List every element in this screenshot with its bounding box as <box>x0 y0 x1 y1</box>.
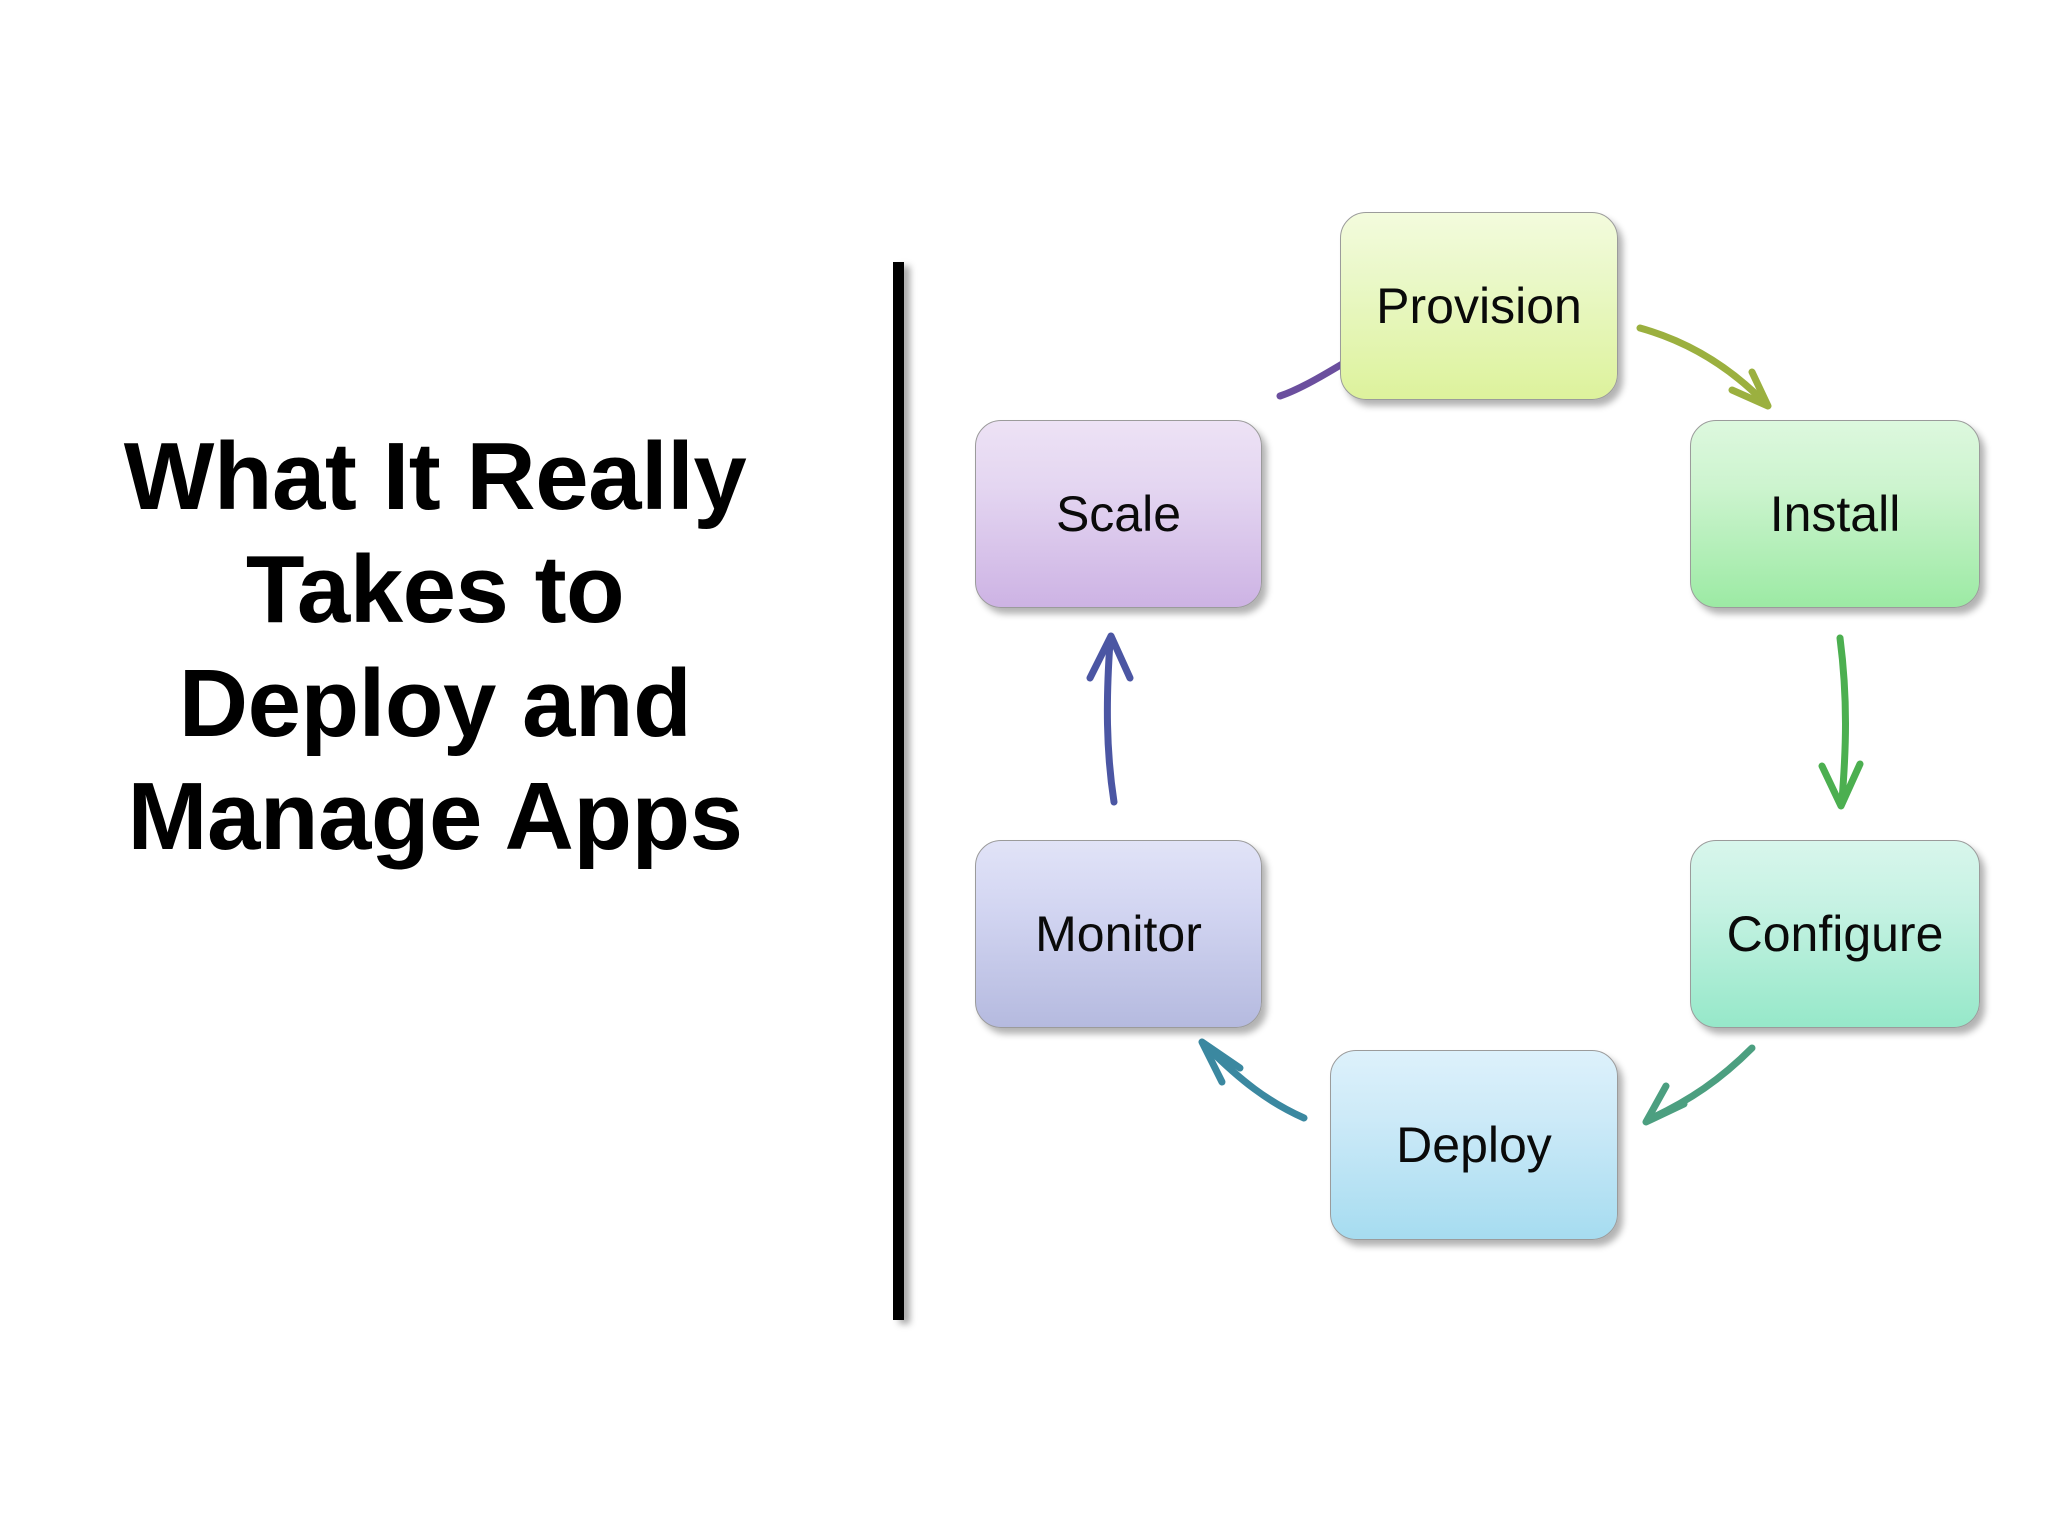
title-line-2: Takes to <box>245 536 625 644</box>
cycle-diagram: Provision Install Configure Deploy Monit… <box>900 150 2048 1400</box>
cycle-node-scale[interactable]: Scale <box>975 420 1262 608</box>
cycle-node-configure[interactable]: Configure <box>1690 840 1980 1028</box>
cycle-node-monitor-label: Monitor <box>1035 906 1202 962</box>
arrow-deploy-to-monitor <box>1198 1038 1308 1122</box>
page-title: What It Really Takes to Deploy and Manag… <box>40 420 830 873</box>
cycle-node-install[interactable]: Install <box>1690 420 1980 608</box>
arrow-monitor-to-scale <box>1086 632 1134 806</box>
title-line-3: Deploy and <box>178 649 692 757</box>
cycle-node-deploy[interactable]: Deploy <box>1330 1050 1618 1240</box>
cycle-node-configure-label: Configure <box>1726 906 1944 962</box>
title-line-1: What It Really <box>123 423 747 530</box>
cycle-node-monitor[interactable]: Monitor <box>975 840 1262 1028</box>
cycle-node-deploy-label: Deploy <box>1396 1117 1552 1173</box>
arrow-install-to-configure <box>1818 634 1864 810</box>
cycle-node-provision-label: Provision <box>1376 278 1582 334</box>
cycle-node-provision[interactable]: Provision <box>1340 212 1618 400</box>
cycle-node-install-label: Install <box>1769 486 1901 542</box>
arrow-configure-to-deploy <box>1642 1044 1756 1126</box>
vertical-divider <box>893 262 904 1320</box>
arrow-provision-to-install <box>1636 324 1772 410</box>
title-line-4: Manage Apps <box>127 762 743 870</box>
cycle-node-scale-label: Scale <box>1055 486 1182 542</box>
